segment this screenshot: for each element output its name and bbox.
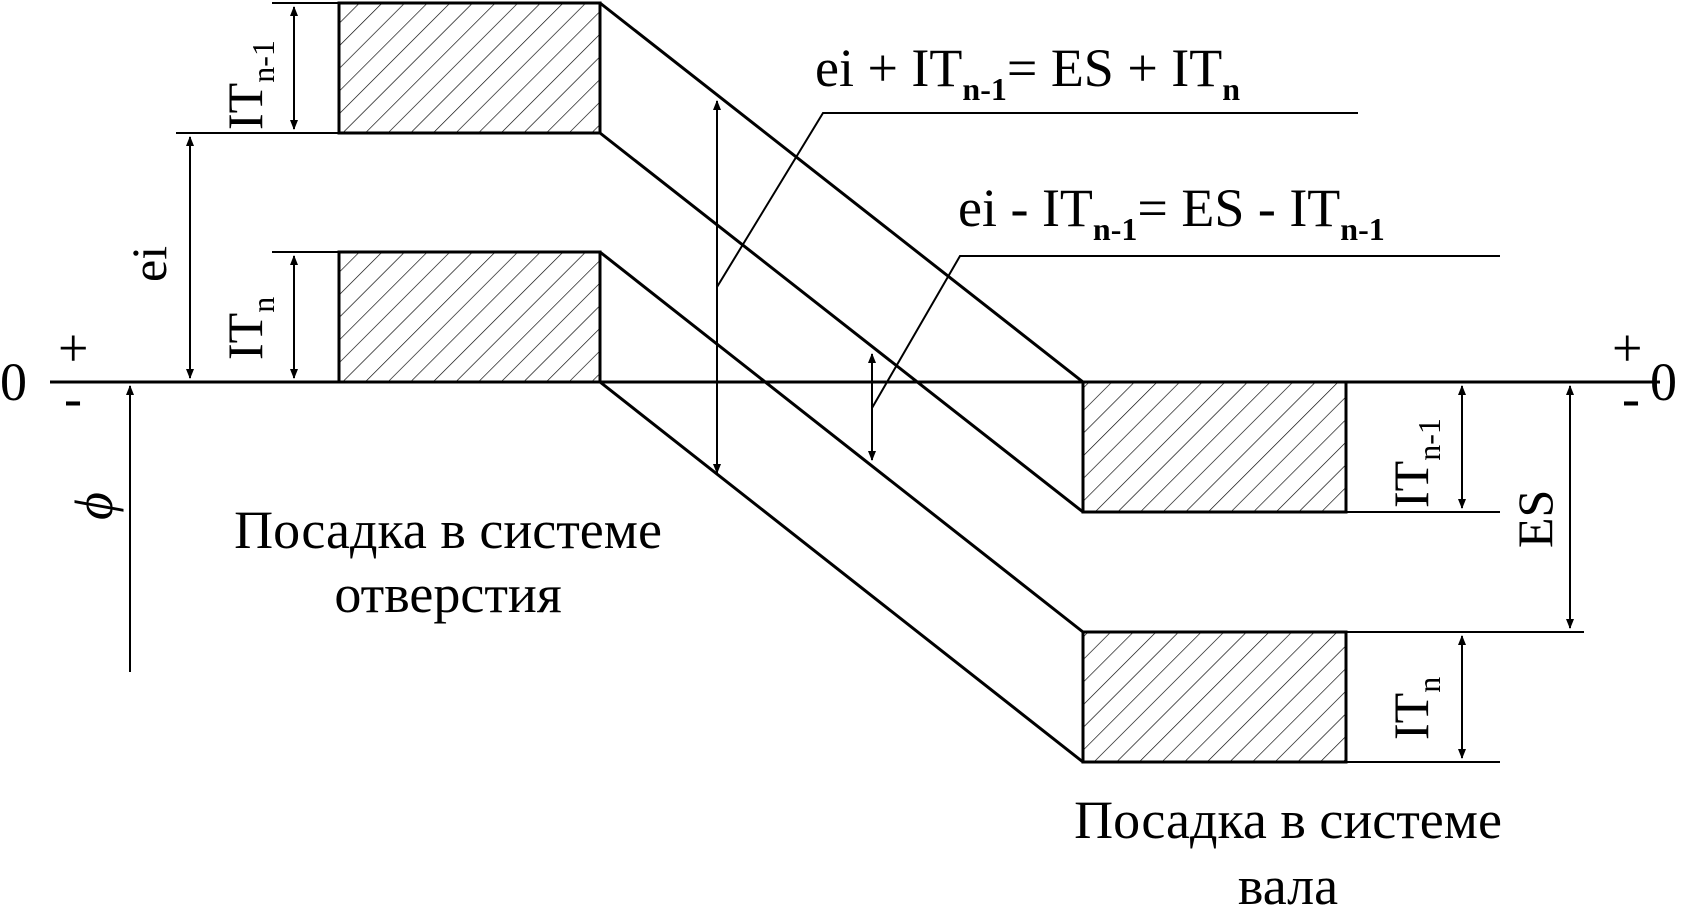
leader-formula-2 bbox=[871, 255, 1500, 409]
plus-sign-right: + bbox=[1612, 318, 1642, 378]
label-it-n-1-left: ITn-1 bbox=[217, 40, 281, 130]
label-es: ES bbox=[1507, 490, 1563, 548]
connector-line-3 bbox=[599, 250, 1084, 634]
caption-shaft-system-line-1: Посадка в системе bbox=[1074, 790, 1502, 850]
leader-formula-1 bbox=[716, 112, 1358, 288]
plus-sign-left: + bbox=[58, 318, 88, 378]
minus-sign-right: - bbox=[1622, 368, 1640, 428]
zero-label-right: 0 bbox=[1650, 352, 1677, 412]
caption-shaft-system-line-2: вала bbox=[1238, 856, 1338, 916]
connector-line-4 bbox=[599, 380, 1084, 764]
formula-2: ei - ITn-1= ES - ITn-1 bbox=[958, 178, 1385, 247]
connector-line-1 bbox=[599, 1, 1084, 384]
zero-label-left: 0 bbox=[0, 352, 27, 412]
svg-text:ITn: ITn bbox=[217, 297, 281, 360]
svg-text:ITn: ITn bbox=[1383, 677, 1447, 740]
minus-sign-left: - bbox=[64, 368, 82, 428]
svg-text:ITn-1: ITn-1 bbox=[1383, 418, 1447, 508]
hole-field-it-n-1 bbox=[337, 1, 602, 135]
label-it-n-right: ITn bbox=[1383, 677, 1447, 740]
svg-text:ES: ES bbox=[1507, 490, 1563, 548]
label-it-n-left: ITn bbox=[217, 297, 281, 360]
shaft-field-it-n bbox=[1081, 630, 1348, 764]
shaft-field-it-n-1 bbox=[1081, 380, 1348, 514]
label-ei: ei bbox=[121, 246, 177, 282]
svg-text:ei: ei bbox=[121, 246, 177, 282]
svg-text:ITn-1: ITn-1 bbox=[217, 40, 281, 130]
diameter-symbol: ϕ bbox=[64, 492, 124, 520]
formula-1: ei + ITn-1= ES + ITn bbox=[815, 38, 1240, 107]
hole-field-it-n bbox=[337, 250, 602, 384]
caption-hole-system-line-2: отверстия bbox=[334, 564, 561, 624]
connector-line-2 bbox=[599, 131, 1084, 514]
label-it-n-1-right: ITn-1 bbox=[1383, 418, 1447, 508]
caption-hole-system-line-1: Посадка в системе bbox=[234, 500, 662, 560]
